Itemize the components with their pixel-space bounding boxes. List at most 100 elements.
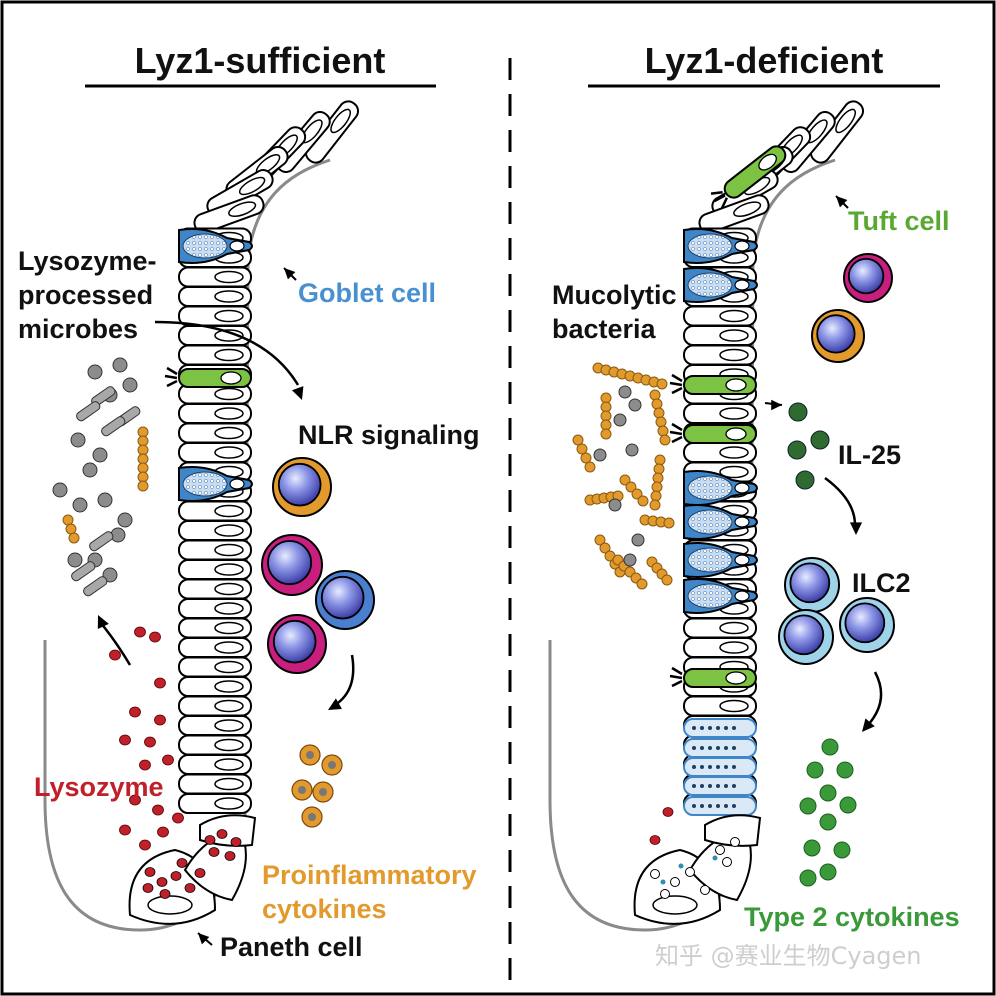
mucin-dot (732, 765, 736, 769)
mucolytic-bacterium (659, 434, 671, 446)
epithelial-cell (683, 442, 757, 463)
empty-granule (730, 837, 740, 847)
mucolytic-bacterium (619, 474, 631, 486)
paneth-granule (194, 868, 206, 878)
enterocyte-nucleus (214, 407, 244, 420)
cytokine-core (328, 761, 336, 769)
empty-granule (700, 885, 710, 895)
grey-microbe (628, 398, 642, 412)
grey-microbe (608, 498, 622, 512)
enterocyte-nucleus (228, 201, 257, 218)
proinflammatory-cytokines-label: Proinflammatory cytokines (262, 860, 477, 924)
enterocyte-nucleus (719, 621, 749, 635)
enterocyte-nucleus (214, 309, 244, 323)
enterocyte-nucleus (719, 641, 749, 654)
epithelial-cell (178, 734, 252, 756)
mucolytic-bacterium (600, 428, 612, 440)
grey-microbe (631, 533, 645, 547)
small-granule (660, 879, 666, 885)
epithelial-cell (178, 539, 252, 561)
epithelial-cell (683, 305, 757, 327)
mucin-dot (732, 746, 736, 750)
type2-cytokine (819, 863, 837, 881)
mucin-dot (716, 784, 720, 788)
left-crypt-villus (43, 100, 360, 932)
goblet-mucin-granules (687, 547, 733, 573)
processed-microbe (92, 447, 108, 463)
mucolytic-bacterium (580, 452, 592, 464)
epithelial-cell (683, 344, 757, 366)
paneth-granule (144, 867, 156, 877)
lysozyme-molecule (172, 812, 184, 824)
enterocyte-nucleus (719, 699, 749, 713)
mucin-dot (708, 746, 712, 750)
grey-microbe (618, 385, 632, 399)
tuft-cell-nucleus (725, 671, 747, 685)
mucolytic-bacterium (649, 389, 661, 401)
goblet-nucleus (734, 240, 750, 252)
rod-microbe (76, 401, 101, 422)
paneth-granule (176, 858, 188, 868)
enterocyte-nucleus (214, 660, 244, 674)
processed-microbe (87, 364, 103, 380)
tuft-to-il25-line (764, 402, 783, 406)
type2-cytokine (836, 761, 854, 779)
paneth-granule (204, 835, 216, 845)
mucolytic-bacterium (637, 495, 649, 507)
right-crypt-villus (548, 100, 865, 932)
processed-microbe (97, 492, 113, 508)
type2-cytokine (803, 839, 821, 857)
mucin-dot (716, 746, 720, 750)
goblet-nucleus (734, 482, 750, 494)
enterocyte-nucleus (214, 699, 244, 713)
orange-bacterium (137, 480, 149, 492)
processed-microbe (112, 357, 128, 373)
right-panel-title: Lyz1-deficient (644, 40, 884, 81)
ilc2-cell-3-nucleus (844, 602, 886, 644)
lysozyme-label: Lysozyme (34, 772, 164, 802)
empty-granule (715, 845, 725, 855)
rod-microbe (89, 531, 114, 552)
tuft-cell-brush (164, 366, 178, 388)
paneth-cell-3 (704, 814, 762, 847)
tuft-cell-brush (669, 373, 683, 395)
il25-to-ilc2-arrow (824, 476, 857, 526)
immature-goblet-cell (683, 738, 757, 758)
epithelial-cell (178, 520, 252, 541)
watermark-text: 知乎 @赛业生物Cyagen (655, 942, 922, 970)
enterocyte-nucleus (835, 108, 857, 134)
enterocyte-nucleus (238, 176, 266, 196)
mucin-dot (700, 765, 704, 769)
goblet-cell (683, 470, 758, 506)
mucolytic-bacterium (651, 481, 663, 493)
goblet-nucleus (734, 554, 750, 566)
microbes-to-nlr-arrow-head (291, 386, 304, 400)
lysozyme-molecule (144, 736, 156, 748)
rod-microbe (83, 576, 108, 597)
enterocyte-nucleus (214, 719, 244, 732)
mucolytic-bacterium (576, 443, 588, 455)
epithelial-cell (178, 676, 252, 697)
goblet-mucin-granules (687, 475, 733, 501)
enterocyte-nucleus (214, 290, 244, 303)
paneth-granule (216, 829, 228, 839)
processed-microbe (122, 377, 138, 393)
enterocyte-nucleus (214, 777, 244, 791)
goblet-cell (683, 542, 758, 578)
rod-microbe (71, 561, 96, 582)
mucolytic-bacteria-label: Mucolytic bacteria (552, 280, 677, 344)
mucin-dot (724, 784, 728, 788)
mucin-dot (692, 746, 696, 750)
orange-bacterium (62, 514, 74, 526)
mucin-dot (732, 726, 736, 730)
tuft-cell-brush (710, 191, 729, 209)
enterocyte-nucleus (214, 621, 244, 635)
mucin-dot (732, 784, 736, 788)
mucolytic-bacterium (652, 472, 664, 484)
enterocyte-nucleus (214, 641, 244, 654)
enterocyte-nucleus (214, 582, 244, 596)
goblet-cell (683, 504, 758, 540)
mucolytic-bacterium (651, 398, 663, 410)
